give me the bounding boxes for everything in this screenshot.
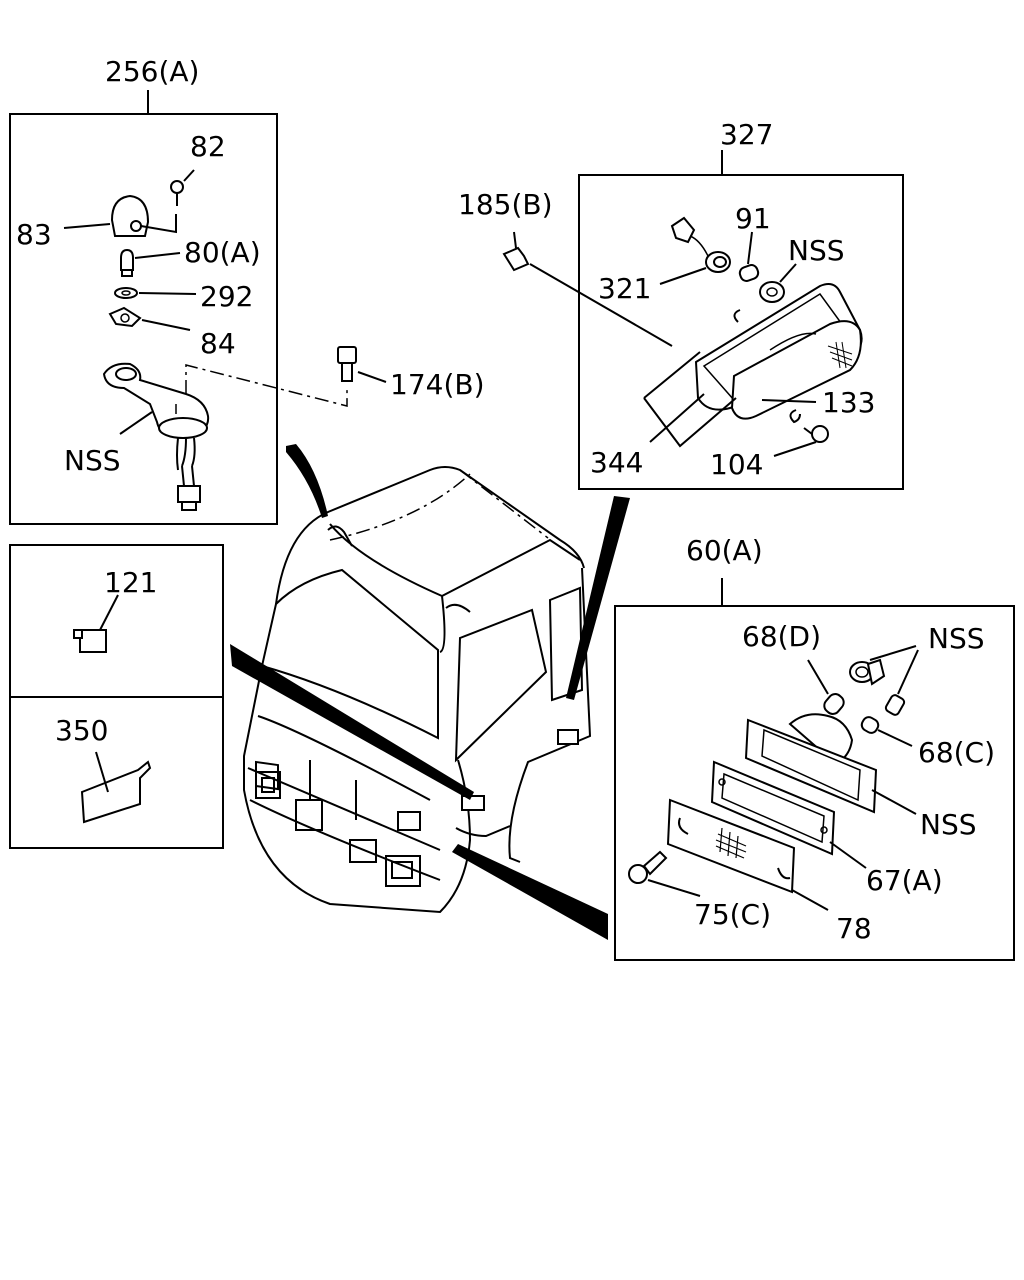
cab-mirror-mark (327, 525, 353, 547)
label-133[interactable]: 133 (822, 386, 875, 419)
cab-front-lamp-mark (461, 795, 485, 811)
label-68c[interactable]: 68(C) (918, 736, 995, 769)
part-67a-gasket[interactable] (710, 760, 867, 869)
label-121[interactable]: 121 (104, 566, 157, 599)
part-lamp-housing[interactable] (744, 713, 917, 815)
part-78-lens[interactable] (666, 798, 829, 911)
assembly-box-327: 327 321 91 NSS (578, 118, 904, 490)
part-185b-clip[interactable] (502, 231, 673, 347)
part-mirror-arm[interactable] (102, 362, 210, 511)
part-174b-bolt[interactable] (337, 346, 387, 383)
label-344[interactable]: 344 (590, 446, 643, 479)
label-327[interactable]: 327 (720, 118, 773, 151)
label-nss-lamp[interactable]: NSS (788, 234, 845, 267)
label-91[interactable]: 91 (735, 202, 771, 235)
label-75c[interactable]: 75(C) (694, 898, 771, 931)
part-292-washer[interactable] (114, 287, 197, 299)
cab-side-lamp-mark (557, 729, 579, 745)
label-84[interactable]: 84 (200, 327, 236, 360)
part-321-socket[interactable] (659, 216, 731, 285)
label-82[interactable]: 82 (190, 130, 226, 163)
assembly-box-60a: 60(A) 68(D) NSS 68(C) (614, 534, 1015, 961)
part-ring-clip (733, 309, 741, 323)
part-104-screw[interactable] (773, 425, 829, 457)
leader-link-174b (185, 364, 348, 407)
label-78[interactable]: 78 (836, 912, 872, 945)
callout-wedge-mirror (286, 444, 328, 518)
part-75c-screw[interactable] (628, 850, 701, 897)
part-83-cap[interactable] (63, 194, 177, 237)
label-nss-socket[interactable]: NSS (928, 622, 985, 655)
assembly-box-121-350: 121 350 (9, 544, 224, 849)
label-292[interactable]: 292 (200, 280, 253, 313)
label-104[interactable]: 104 (710, 448, 763, 481)
truck-cab (243, 466, 592, 914)
part-lamp-sockets[interactable] (849, 645, 919, 716)
label-350[interactable]: 350 (55, 714, 108, 747)
part-lamp-gasket[interactable] (759, 263, 797, 303)
assembly-box-256a: 256(A) 82 83 80(A) 292 (9, 55, 278, 525)
part-84-gasket[interactable] (108, 306, 191, 331)
callout-wedge-327 (566, 496, 630, 700)
part-350-plate[interactable] (80, 751, 152, 824)
label-67a[interactable]: 67(A) (866, 864, 943, 897)
label-83[interactable]: 83 (16, 218, 52, 251)
label-nss-housing[interactable]: NSS (920, 808, 977, 841)
label-nss-mirror[interactable]: NSS (64, 444, 121, 477)
label-256a[interactable]: 256(A) (105, 55, 199, 88)
label-60a[interactable]: 60(A) (686, 534, 763, 567)
part-68d-bulb[interactable] (807, 659, 847, 717)
label-68d[interactable]: 68(D) (742, 620, 821, 653)
cab-roof-lamp-mark (445, 603, 471, 613)
callout-wedge-60a (452, 844, 608, 940)
label-174b[interactable]: 174(B) (390, 368, 485, 401)
part-121-clip[interactable] (73, 594, 119, 653)
label-321[interactable]: 321 (598, 272, 651, 305)
part-344-lamp-assembly[interactable] (643, 283, 863, 448)
label-80a[interactable]: 80(A) (184, 236, 261, 269)
part-80a-bulb[interactable] (120, 248, 181, 277)
label-185b[interactable]: 185(B) (458, 188, 553, 221)
part-133-washer[interactable] (761, 399, 817, 424)
part-91-bulb[interactable] (738, 231, 760, 283)
part-82-screw[interactable] (170, 169, 195, 206)
part-68c-bulb[interactable] (860, 715, 913, 747)
callout-wedge-121 (230, 644, 474, 800)
